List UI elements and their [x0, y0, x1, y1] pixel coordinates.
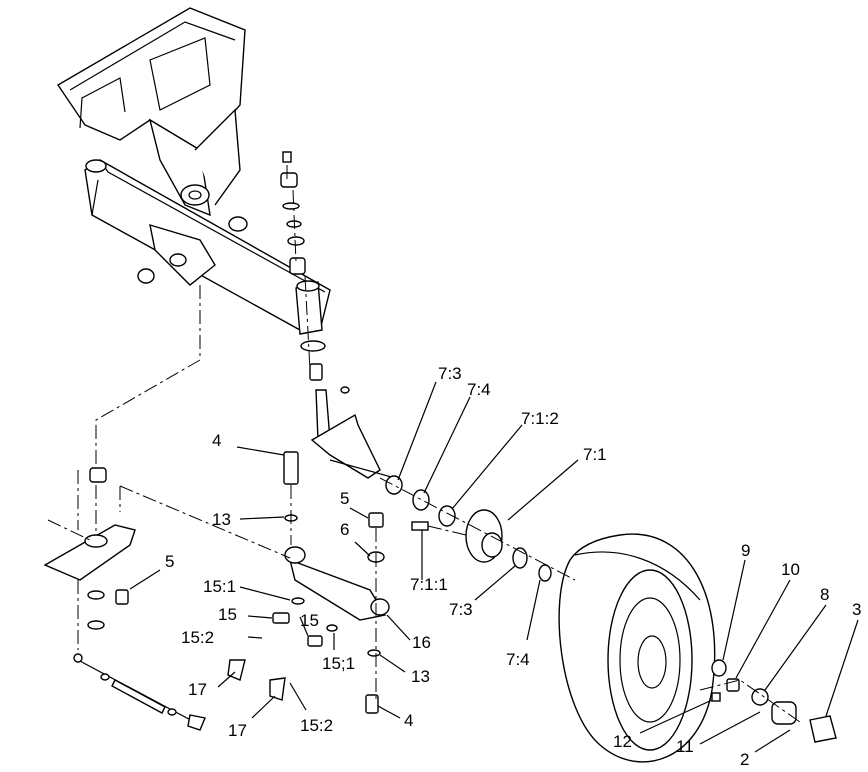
callout-7-3-lower: 7:3: [449, 600, 473, 619]
chassis-frame: [57, 7, 246, 217]
callout-7-1-2: 7:1:2: [521, 409, 559, 428]
callout-13-right: 13: [411, 667, 430, 686]
callout-8: 8: [820, 585, 829, 604]
callout-7-3-upper: 7:3: [438, 364, 462, 383]
wheel-tire: [558, 533, 716, 763]
leader-lines: [129, 381, 859, 753]
callout-3: 3: [852, 600, 861, 619]
callout-16: 16: [412, 633, 431, 652]
callout-17-lower: 17: [228, 721, 247, 740]
callout-15-2-left: 15:2: [181, 628, 214, 647]
bell-crank: [43, 467, 206, 731]
callout-15-2-lower: 15:2: [300, 716, 333, 735]
callout-labels: 7:3 7:4 7:1:2 7:1 4 13 5 6 5 15:1 15 15:…: [165, 364, 861, 769]
callout-7-4-upper: 7:4: [467, 380, 491, 399]
callout-6: 6: [340, 520, 349, 539]
callout-7-4-lower: 7:4: [506, 650, 530, 669]
front-axle: [84, 159, 331, 335]
kingpin-stack: [280, 151, 396, 479]
callout-7-1: 7:1: [583, 445, 607, 464]
callout-15-1-upper: 15:1: [203, 577, 236, 596]
callout-5-center: 5: [340, 489, 349, 508]
callout-15-1-lower: 15;1: [322, 654, 355, 673]
hub-parts: [385, 475, 552, 582]
callout-2: 2: [740, 750, 749, 769]
callout-15-left: 15: [218, 605, 237, 624]
callout-10: 10: [781, 560, 800, 579]
callout-4-lower: 4: [404, 711, 413, 730]
steering-linkage: [227, 451, 390, 714]
callout-5-left: 5: [165, 552, 174, 571]
wheel-cap-parts: [711, 659, 837, 743]
callout-4-upper: 4: [212, 431, 221, 450]
callout-13-left: 13: [212, 510, 231, 529]
callout-15-center: 15: [300, 611, 319, 630]
callout-17-upper: 17: [188, 680, 207, 699]
alignment-lines: [47, 165, 801, 723]
callout-9: 9: [741, 541, 750, 560]
callout-7-1-1: 7:1:1: [410, 575, 448, 594]
callout-12: 12: [613, 732, 632, 751]
callout-11: 11: [676, 737, 694, 756]
